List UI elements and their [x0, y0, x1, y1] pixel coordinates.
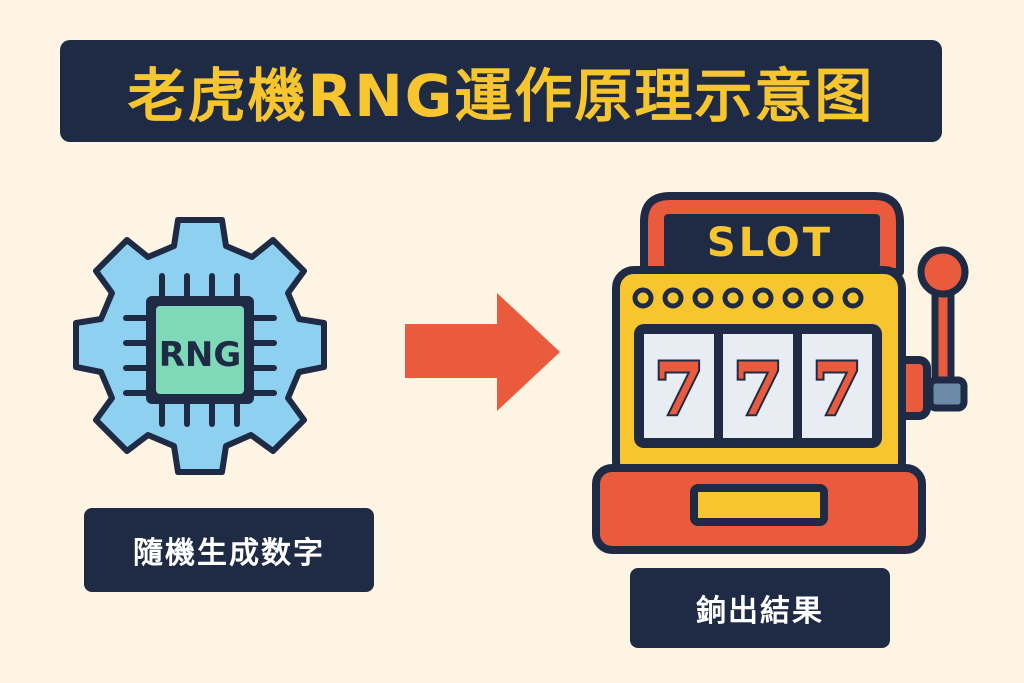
light-dots [632, 287, 864, 309]
arrow-right-icon [405, 293, 560, 411]
generate-numbers-label: 隨機生成数字 [84, 508, 374, 592]
slot-machine-icon [592, 192, 931, 554]
reel-3: 7 [812, 346, 862, 431]
chip-icon [123, 273, 277, 427]
output-result-label: 銄出結果 [630, 568, 890, 648]
reel-1: 7 [654, 346, 704, 431]
slot-sign-label: SLOT [707, 220, 833, 266]
reel-2: 7 [733, 346, 783, 431]
output-result-text: 銄出結果 [696, 594, 824, 629]
title-banner: 老虎機RNG運作原理示意图 [60, 40, 942, 142]
generate-numbers-text: 隨機生成数字 [133, 536, 325, 571]
lever-icon [917, 246, 969, 412]
rng-chip-label: RNG [159, 335, 242, 375]
page-title: 老虎機RNG運作原理示意图 [127, 62, 875, 130]
